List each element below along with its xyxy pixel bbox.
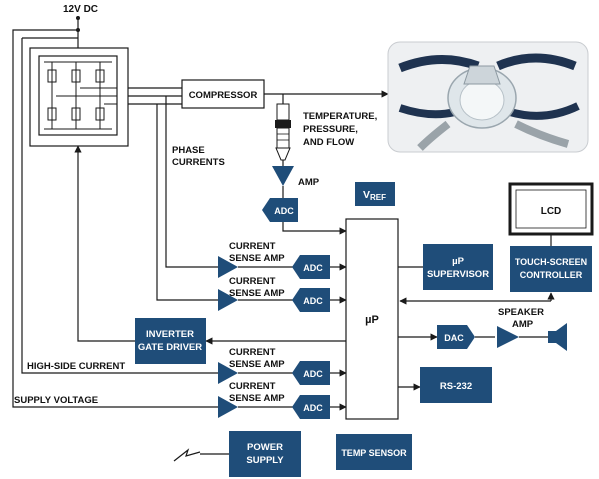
lcd-label: LCD bbox=[541, 206, 562, 217]
flow-sensor-icon bbox=[275, 103, 291, 161]
compressor-label: COMPRESSOR bbox=[189, 90, 258, 101]
lightning-bolt-icon bbox=[173, 448, 201, 462]
current-sense-amp-1-triangle bbox=[218, 256, 238, 278]
up-supervisor-block bbox=[423, 244, 493, 290]
rs232-label: RS-232 bbox=[440, 381, 472, 392]
current-sense-amp-2-label-line1: CURRENT bbox=[229, 276, 276, 287]
adc-4-block bbox=[292, 395, 330, 419]
up-supervisor-label-line2: SUPERVISOR bbox=[427, 269, 489, 280]
temp-sensor-label: TEMP SENSOR bbox=[341, 448, 407, 458]
sensor-label-line3: AND FLOW bbox=[303, 137, 354, 148]
current-sense-amp-3-triangle bbox=[218, 362, 238, 384]
cpap-mask-photo bbox=[387, 41, 589, 153]
power-supply-block bbox=[229, 431, 301, 477]
inverter-gate-driver-label-line2: GATE DRIVER bbox=[138, 342, 202, 353]
dac-block bbox=[437, 325, 475, 349]
current-sense-amp-1-label-line2: SENSE AMP bbox=[229, 253, 285, 264]
up-supervisor-label-line1: µP bbox=[452, 256, 464, 267]
current-sense-amp-4-triangle bbox=[218, 396, 238, 418]
current-sense-amp-4-label-line1: CURRENT bbox=[229, 381, 276, 392]
phase-currents-label-line1: PHASE bbox=[172, 145, 205, 156]
vref-subscript: REF bbox=[370, 193, 386, 202]
inverter-gate-driver-block bbox=[135, 318, 206, 364]
adc-3-block bbox=[292, 361, 330, 385]
current-sense-amp-1-label-line1: CURRENT bbox=[229, 241, 276, 252]
sensor-amp-label: AMP bbox=[298, 177, 320, 188]
sensor-amp-triangle bbox=[272, 166, 294, 186]
sensor-adc-label: ADC bbox=[274, 206, 294, 216]
adc-4-label: ADC bbox=[303, 403, 323, 413]
touch-screen-controller-label-line2: CONTROLLER bbox=[520, 270, 583, 280]
supply-12v-label: 12V DC bbox=[63, 4, 98, 15]
sensor-label-line1: TEMPERATURE, bbox=[303, 111, 377, 122]
power-supply-label-line1: POWER bbox=[247, 442, 283, 453]
phase-currents-label-line2: CURRENTS bbox=[172, 157, 225, 168]
adc-2-label: ADC bbox=[303, 296, 323, 306]
sensor-label-line2: PRESSURE, bbox=[303, 124, 358, 135]
current-sense-amp-3-label-line1: CURRENT bbox=[229, 347, 276, 358]
current-sense-amp-4-label-line2: SENSE AMP bbox=[229, 393, 285, 404]
current-sense-amp-2-triangle bbox=[218, 289, 238, 311]
current-sense-amp-3-label-line2: SENSE AMP bbox=[229, 359, 285, 370]
connection-wires bbox=[12, 16, 555, 455]
microprocessor-label: µP bbox=[365, 314, 379, 326]
rs232-block bbox=[420, 367, 492, 403]
touch-screen-controller-block bbox=[510, 246, 592, 292]
power-supply-label-line2: SUPPLY bbox=[246, 455, 284, 466]
temp-sensor-block bbox=[336, 434, 412, 470]
microprocessor-block bbox=[345, 218, 399, 420]
adc-1-label: ADC bbox=[303, 263, 323, 273]
adc-1-block bbox=[292, 255, 330, 279]
touch-screen-controller-label-line1: TOUCH-SCREEN bbox=[515, 257, 587, 267]
vref-label: VREF bbox=[363, 189, 386, 202]
compressor-block bbox=[181, 79, 265, 109]
speaker-amp-triangle bbox=[497, 326, 519, 348]
three-phase-mosfet-bridge-icon bbox=[29, 47, 129, 147]
speaker-icon bbox=[548, 323, 567, 351]
dac-label: DAC bbox=[444, 333, 464, 343]
sensor-adc-block bbox=[262, 198, 298, 222]
high-side-current-label: HIGH-SIDE CURRENT bbox=[27, 361, 125, 372]
adc-2-block bbox=[292, 288, 330, 312]
speaker-amp-label-line2: AMP bbox=[512, 319, 534, 330]
vref-block bbox=[355, 182, 395, 206]
adc-3-label: ADC bbox=[303, 369, 323, 379]
inverter-gate-driver-label-line1: INVERTER bbox=[146, 329, 194, 340]
current-sense-amp-2-label-line2: SENSE AMP bbox=[229, 288, 285, 299]
supply-voltage-label: SUPPLY VOLTAGE bbox=[14, 395, 98, 406]
speaker-amp-label-line1: SPEAKER bbox=[498, 307, 544, 318]
